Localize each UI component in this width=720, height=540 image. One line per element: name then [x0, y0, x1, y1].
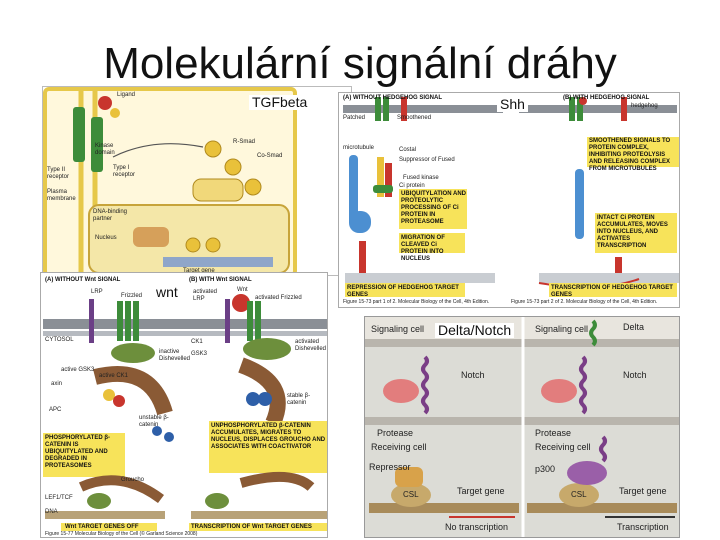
protease-right-label: Protease	[535, 428, 572, 438]
target-gene-left-label: Target gene	[457, 486, 505, 496]
nucleus-label: Nucleus	[95, 235, 117, 241]
target-gene-right-label: Target gene	[619, 486, 667, 496]
shh-with-signal-label: (B) WITH HEDGEHOG SIGNAL	[563, 95, 650, 101]
repression-note: REPRESSION OF HEDGEHOG TARGET GENES	[347, 285, 459, 298]
apc-label: APC	[49, 407, 62, 413]
activated-frizzled-label: activated Frizzled	[255, 295, 302, 301]
ck1-label: CK1	[191, 339, 203, 345]
active-gsk3-label: active GSK3	[61, 367, 95, 373]
receiving-cell-left-label: Receiving cell	[371, 442, 427, 452]
kinase-label: Kinase domain	[95, 143, 115, 156]
r-smad-label: R-Smad	[233, 139, 256, 145]
wnt-transcription-note: TRANSCRIPTION OF Wnt TARGET GENES	[191, 524, 312, 530]
repressor-label: Repressor	[369, 462, 411, 472]
ci-protein-label: Ci protein	[399, 183, 425, 189]
type1-receptor-label: Type I receptor	[113, 165, 136, 178]
activated-lrp-label: activated LRP	[193, 289, 218, 302]
smoothened-label: Smoothened	[397, 115, 432, 121]
target-gene-label: Target gene	[183, 268, 215, 274]
ligand-label: Ligand	[117, 92, 136, 98]
protease-left-label: Protease	[377, 428, 414, 438]
inactive-dishevelled-label: inactive Dishevelled	[159, 349, 191, 362]
notch-left-label: Notch	[461, 370, 485, 380]
lrp-label: LRP	[91, 289, 103, 295]
transcription-label: Transcription	[617, 522, 669, 532]
gsk3-label: GSK3	[191, 351, 208, 357]
wnt-caption: Figure 15-77 Molecular Biology of the Ce…	[45, 531, 198, 537]
active-ck1-label: active CK1	[99, 373, 129, 379]
ubiquitylation-note: UBIQUITYLATION AND PROTEOLYTIC PROCESSIN…	[401, 191, 466, 225]
shh-panel: (A) WITHOUT HEDGEHOG SIGNAL (B) WITH HED…	[338, 92, 680, 308]
lef-tcf-label: LEF1/TCF	[45, 495, 73, 501]
delta-notch-panel: Signaling cell Signaling cell Delta Notc…	[364, 316, 680, 538]
microtubule-label: microtubule	[343, 145, 375, 151]
suppressor-of-fused-label: Suppressor of Fused	[399, 157, 455, 163]
type2-receptor-label: Type II receptor	[47, 167, 70, 180]
transcription-note: TRANSCRIPTION OF HEDGEHOG TARGET GENES	[551, 285, 673, 298]
shh-label: Shh	[497, 96, 528, 113]
signaling-cell-left-label: Signaling cell	[371, 324, 425, 334]
wnt-with-signal-label: (B) WITH Wnt SIGNAL	[189, 277, 252, 283]
intact-ci-note: INTACT Ci PROTEIN ACCUMULATES, MOVES INT…	[597, 215, 668, 249]
wnt-ligand-label: Wnt	[237, 287, 248, 293]
wnt-genes-off-note: Wnt TARGET GENES OFF	[65, 524, 139, 530]
co-smad-label: Co-Smad	[257, 153, 283, 159]
shh-caption-a: Figure 15-73 part 1 of 2. Molecular Biol…	[343, 299, 490, 305]
slide-title: Molekulární signální dráhy	[103, 39, 617, 88]
csl-right-label: CSL	[571, 490, 587, 499]
unphosphorylated-catenin-note: UNPHOSPHORYLATED β-CATENIN ACCUMULATES, …	[211, 423, 326, 450]
dna-label: DNA	[45, 509, 58, 515]
hedgehog-label: hedgehog	[631, 103, 658, 109]
receiving-cell-right-label: Receiving cell	[535, 442, 591, 452]
shh-without-signal-label: (A) WITHOUT HEDGEHOG SIGNAL	[343, 95, 442, 101]
wnt-panel: (A) WITHOUT Wnt SIGNAL (B) WITH Wnt SIGN…	[40, 272, 328, 538]
plasma-membrane-label: Plasma membrane	[47, 189, 76, 202]
tgf-beta-diagram	[43, 87, 297, 275]
groucho-label: Groucho	[121, 477, 145, 483]
activated-dishevelled-label: activated Dishevelled	[295, 339, 327, 352]
delta-label: Delta	[623, 322, 645, 332]
patched-label: Patched	[343, 115, 366, 121]
p300-label: p300	[535, 464, 556, 474]
smoothened-signal-note: SMOOTHENED SIGNALS TO PROTEIN COMPLEX, I…	[589, 138, 671, 172]
dna-binding-partner-label: DNA-binding partner	[93, 209, 128, 222]
tgf-beta-label: TGFbeta	[249, 94, 311, 111]
cytosol-label: CYTOSOL	[45, 337, 74, 343]
tgf-beta-panel: Ligand Kinase domain Type II receptor Ty…	[42, 86, 352, 276]
notch-right-label: Notch	[623, 370, 647, 380]
fused-kinase-label: Fused kinase	[403, 175, 439, 181]
shh-caption-b: Figure 15-73 part 2 of 2. Molecular Biol…	[511, 299, 658, 305]
unstable-catenin-label: unstable β-catenin	[139, 415, 169, 428]
frizzled-label: Frizzled	[121, 293, 143, 299]
csl-left-label: CSL	[403, 490, 419, 499]
stable-catenin-label: stable β-catenin	[287, 393, 311, 406]
wnt-label: wnt	[153, 284, 181, 301]
migration-note: MIGRATION OF CLEAVED Ci PROTEIN INTO NUC…	[401, 235, 445, 262]
axin-label: axin	[51, 381, 63, 387]
shh-diagram	[343, 97, 679, 297]
signaling-cell-right-label: Signaling cell	[535, 324, 589, 334]
phosphorylated-catenin-note: PHOSPHORYLATED β-CATENIN IS UBIQUITYLATE…	[45, 435, 110, 469]
delta-notch-label: Delta/Notch	[435, 322, 515, 339]
wnt-without-signal-label: (A) WITHOUT Wnt SIGNAL	[45, 277, 121, 283]
no-transcription-label: No transcription	[445, 522, 509, 532]
costal-label: Costal	[399, 147, 417, 153]
delta-notch-diagram	[365, 317, 679, 537]
wnt-diagram	[43, 294, 327, 531]
